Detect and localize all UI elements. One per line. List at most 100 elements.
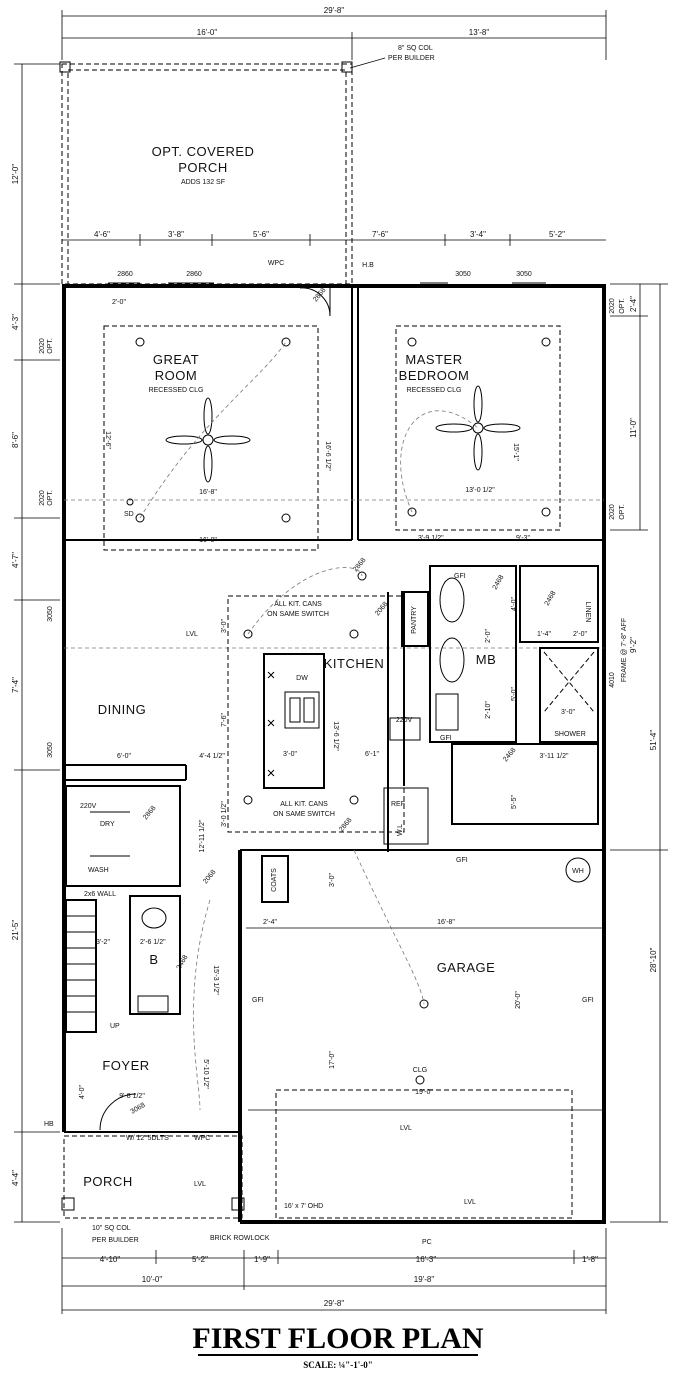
room-dining: DINING bbox=[98, 702, 147, 717]
win-opt-3: 2020 bbox=[609, 298, 616, 314]
appliance-dry: DRY bbox=[100, 821, 115, 828]
covered-porch: OPT. COVERED PORCH ADDS 132 SF bbox=[59, 61, 353, 285]
room-shower: SHOWER bbox=[554, 731, 586, 738]
note-rowlock: BRICK ROWLOCK bbox=[210, 1235, 270, 1242]
room-kitchen: KITCHEN bbox=[324, 656, 385, 671]
dim-clos-mb: 2'-0" bbox=[485, 629, 492, 643]
dim-porch-depth: 12'-0" bbox=[11, 164, 20, 185]
note-lvl-2: LVL bbox=[400, 1125, 412, 1132]
dim-mb-depth: 15'-1" bbox=[512, 443, 519, 461]
left-dimension-lines: 12'-0" 4'-3" 8'-6" 4'-7" 7'-4" 21'-5" 4'… bbox=[11, 63, 60, 1223]
win-opt-4: 2020 bbox=[609, 504, 616, 520]
room-linen: LINEN bbox=[584, 602, 591, 623]
top-dimension-lines: 29'-8" 16'-0" 13'-8" bbox=[61, 6, 607, 60]
door-2468-b: 2468 bbox=[544, 590, 558, 607]
opt-2: OPT. bbox=[47, 490, 54, 506]
room-covered-porch-2: PORCH bbox=[178, 160, 227, 175]
dim-foyer-2: 5'-10 1/2" bbox=[202, 1059, 209, 1089]
kitchen-dining: LVL DINING 6'-0" 4'-4 1/2" DW KITCHEN AL… bbox=[64, 535, 604, 852]
dim-w-4: 7'-6" bbox=[372, 230, 388, 239]
window-dimension-lines: 4'-6" 3'-8" 5'-6" 7'-6" 3'-4" 5'-2" 2860… bbox=[62, 230, 606, 278]
gfi-garage-b: GFI bbox=[582, 997, 594, 1004]
dim-left-4: 7'-4" bbox=[11, 677, 20, 693]
dim-foyer-1: 9'-8 1/2" bbox=[119, 1093, 145, 1100]
note-220v: 220V bbox=[396, 717, 413, 724]
recessed-lights-upper bbox=[126, 337, 551, 523]
room-porch: PORCH bbox=[83, 1174, 132, 1189]
opt-1: OPT. bbox=[47, 338, 54, 354]
dim-bot-5: 1'-8" bbox=[582, 1255, 598, 1264]
label-up: UP bbox=[110, 1023, 120, 1030]
note-wpc-bottom: WPC bbox=[194, 1135, 210, 1142]
win-2860-a: 2860 bbox=[117, 271, 133, 278]
dim-bath-4: 3'-0" bbox=[561, 709, 575, 716]
dim-left-2: 8'-6" bbox=[11, 432, 20, 448]
appliance-ref: REF bbox=[391, 801, 405, 808]
dim-w-5: 3'-4" bbox=[470, 230, 486, 239]
dim-w5-0: 5'-0" bbox=[511, 687, 518, 701]
dim-bath-w: 3'-11 1/2" bbox=[540, 753, 570, 760]
door-2068-b: 2068 bbox=[202, 869, 217, 886]
note-covered-porch: ADDS 132 SF bbox=[181, 179, 225, 186]
room-pantry: PANTRY bbox=[411, 606, 418, 634]
room-great: GREAT bbox=[153, 352, 199, 367]
note-master: RECESSED CLG bbox=[407, 387, 462, 394]
dim-top-left: 16'-0" bbox=[197, 28, 218, 37]
dim-stair-2: 2'-6 1/2" bbox=[140, 939, 166, 946]
dim-garage-w: 16'-8" bbox=[437, 919, 455, 926]
front-porch: PORCH LVL 10" SQ COL PER BUILDER BRICK R… bbox=[61, 1135, 270, 1244]
room-mb: MB bbox=[476, 652, 497, 667]
note-great-room: RECESSED CLG bbox=[149, 387, 204, 394]
dim-foyer-4: 4'-0" bbox=[79, 1085, 86, 1099]
dim-clos: 2'-0" bbox=[112, 299, 126, 306]
dim-bot-1: 4'-10" bbox=[100, 1255, 121, 1264]
opt-4: OPT. bbox=[619, 504, 626, 520]
scale-label: SCALE: ¼"-1'-0" bbox=[303, 1360, 373, 1370]
dim-bath-6: 2'-0" bbox=[573, 631, 587, 638]
dim-bath-7: 1'-4" bbox=[537, 631, 551, 638]
dim-w-6: 5'-2" bbox=[549, 230, 565, 239]
note-col-top: 8" SQ COL bbox=[398, 45, 433, 52]
dim-garage-3: 19'-0" bbox=[415, 1089, 433, 1096]
dim-garage-4: 2'-4" bbox=[263, 919, 277, 926]
room-great-2: ROOM bbox=[155, 368, 197, 383]
dim-w-3: 5'-6" bbox=[253, 230, 269, 239]
note-lvl-1: LVL bbox=[186, 631, 198, 638]
dim-right-5: 28'-10" bbox=[649, 947, 658, 972]
dim-dining-gap: 4'-4 1/2" bbox=[199, 753, 225, 760]
room-foyer: FOYER bbox=[102, 1058, 149, 1073]
electrical-paths bbox=[139, 341, 479, 1111]
note-clg: CLG bbox=[413, 1067, 427, 1074]
dim-gr-width: 16'-8" bbox=[199, 489, 217, 496]
gfi-garage-c: GFI bbox=[456, 857, 468, 864]
dim-gr-depth: 16'-6 1/2" bbox=[324, 441, 331, 471]
dim-kit-2: 7'-6" bbox=[221, 713, 228, 727]
win-3050-d: 3050 bbox=[516, 271, 532, 278]
door-2468-c: 2468 bbox=[502, 747, 517, 764]
dim-kit-3: 3'-0 1/2" bbox=[221, 801, 228, 827]
appliance-wl: W.L bbox=[397, 824, 404, 836]
appliance-wash: WASH bbox=[88, 867, 109, 874]
dim-dining-w: 6'-0" bbox=[117, 753, 131, 760]
appliance-dw: DW bbox=[296, 675, 308, 682]
dim-bath-5: 4'-0" bbox=[511, 597, 518, 611]
dim-bath-d: 5'-5" bbox=[511, 795, 518, 809]
note-220v-laundry: 220V bbox=[80, 803, 97, 810]
room-coats: COATS bbox=[271, 868, 278, 892]
note-frame: FRAME @ 7'-8" AFF bbox=[621, 618, 628, 682]
dim-garage-2: 17'-0" bbox=[329, 1051, 336, 1069]
bottom-dimension-lines: 4'-10" 5'-2" 1'-9" 16'-3" 1'-8" 10'-0" 1… bbox=[61, 1228, 607, 1314]
dim-bot-4: 16'-3" bbox=[416, 1255, 437, 1264]
dim-bot-8: 29'-8" bbox=[324, 1299, 345, 1308]
note-cans-2: ALL KIT. CANS bbox=[280, 801, 328, 808]
door-2868-c: 2868 bbox=[142, 805, 157, 822]
note-dlts: W/ 12' 5DLTS bbox=[126, 1135, 169, 1142]
win-3050-b: 3050 bbox=[47, 742, 54, 758]
win-2860-b: 2860 bbox=[186, 271, 202, 278]
win-opt-2: 2020 bbox=[39, 490, 46, 506]
door-2868-d: 2868 bbox=[338, 817, 353, 834]
dim-right-1: 2'-4" bbox=[629, 296, 638, 312]
note-hb-bottom: HB bbox=[44, 1121, 54, 1128]
room-master: MASTER bbox=[405, 352, 462, 367]
